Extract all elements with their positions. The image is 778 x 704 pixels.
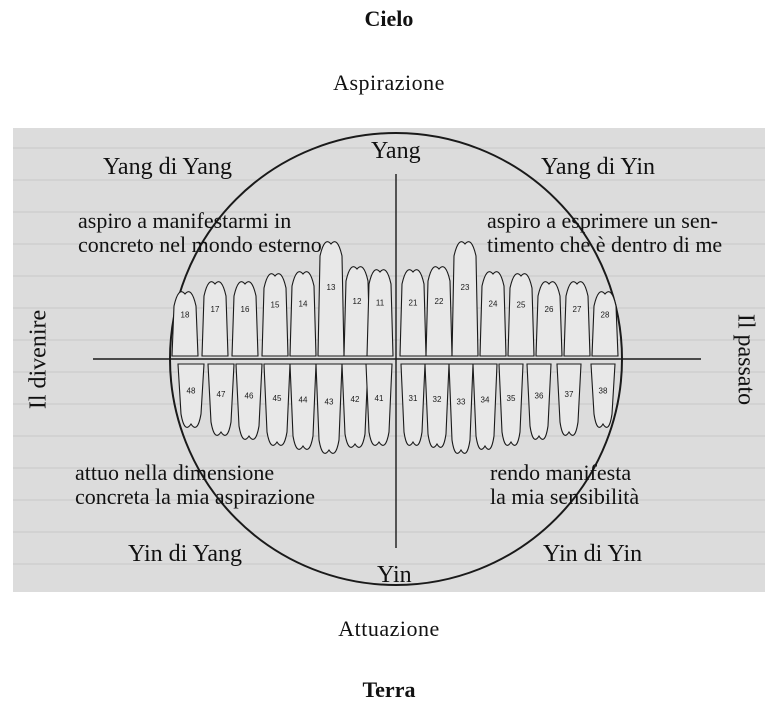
label-attuazione: Attuazione [0, 616, 778, 642]
upper-tooth-16: 16 [232, 282, 258, 356]
tooth-number: 37 [565, 390, 574, 399]
lower-tooth-47: 47 [208, 364, 234, 435]
tooth-number: 23 [461, 283, 470, 292]
lower-tooth-38: 38 [591, 364, 615, 427]
tooth-number: 43 [325, 397, 334, 406]
tooth-number: 45 [273, 394, 282, 403]
upper-tooth-11: 11 [367, 270, 393, 356]
tooth-number: 18 [181, 311, 190, 320]
tooth-number: 15 [271, 301, 280, 310]
quadrant-text-top-right-2: timento che è dentro di me [487, 234, 722, 256]
quadrant-text-top-left-2: concreto nel mondo esterno [78, 234, 322, 256]
diagram-panel: 18 17 16 15 14 13 12 11 21 22 23 24 25 26 27 28 48 47 46 45… [13, 128, 765, 592]
lower-tooth-33: 33 [449, 364, 473, 453]
tooth-number: 17 [211, 305, 220, 314]
tooth-number: 42 [351, 395, 360, 404]
tooth-number: 41 [375, 394, 384, 403]
teeth-diagram: 18 17 16 15 14 13 12 11 21 22 23 24 25 26 27 28 48 47 46 45… [13, 128, 765, 592]
quadrant-text-bottom-left-1: attuo nella dimensione [75, 462, 274, 484]
tooth-number: 31 [409, 394, 418, 403]
upper-tooth-27: 27 [564, 282, 590, 356]
tooth-number: 35 [507, 394, 516, 403]
tooth-number: 12 [353, 297, 362, 306]
quadrant-text-top-left-1: aspiro a manifestarmi in [78, 210, 291, 232]
lower-tooth-35: 35 [499, 364, 523, 445]
tooth-number: 32 [433, 395, 442, 404]
axis-label-yin: Yin [377, 564, 412, 586]
quadrant-title-bottom-left: Yin di Yang [128, 543, 242, 565]
quadrant-title-top-right: Yang di Yin [541, 156, 655, 178]
tooth-number: 33 [457, 397, 466, 406]
lower-tooth-45: 45 [264, 364, 290, 445]
upper-tooth-23: 23 [452, 242, 478, 356]
upper-tooth-22: 22 [426, 267, 452, 356]
side-label-right: Il passato [732, 290, 759, 430]
tooth-number: 27 [573, 305, 582, 314]
lower-tooth-34: 34 [473, 364, 497, 449]
lower-tooth-48: 48 [178, 364, 204, 427]
tooth-number: 13 [327, 283, 336, 292]
lower-tooth-46: 46 [236, 364, 262, 439]
tooth-number: 34 [481, 396, 490, 405]
lower-tooth-31: 31 [401, 364, 425, 445]
quadrant-title-bottom-right: Yin di Yin [543, 543, 642, 565]
upper-tooth-28: 28 [592, 292, 618, 356]
axis-label-yang: Yang [371, 140, 421, 162]
upper-tooth-21: 21 [400, 270, 426, 356]
tooth-number: 21 [409, 298, 418, 307]
tooth-number: 16 [241, 305, 250, 314]
tooth-number: 44 [299, 396, 308, 405]
upper-tooth-26: 26 [536, 282, 562, 356]
tooth-number: 14 [299, 300, 308, 309]
side-label-left: Il divenire [26, 290, 53, 430]
upper-tooth-24: 24 [480, 272, 506, 356]
quadrant-text-top-right-1: aspiro a esprimere un sen- [487, 210, 718, 232]
teeth-group: 18 17 16 15 14 13 12 11 21 22 23 24 25 26 27 28 48 47 46 45… [172, 242, 618, 454]
lower-tooth-37: 37 [557, 364, 581, 435]
lower-tooth-36: 36 [527, 364, 551, 439]
tooth-number: 25 [517, 301, 526, 310]
tooth-number: 47 [217, 390, 226, 399]
quadrant-text-bottom-left-2: concreta la mia aspirazione [75, 486, 315, 508]
lower-tooth-43: 43 [316, 364, 342, 453]
upper-tooth-13: 13 [318, 242, 344, 356]
label-aspirazione: Aspirazione [0, 70, 778, 96]
upper-tooth-14: 14 [290, 272, 316, 356]
lower-tooth-42: 42 [342, 364, 368, 447]
tooth-number: 46 [245, 391, 254, 400]
quadrant-title-top-left: Yang di Yang [103, 156, 232, 178]
lower-tooth-44: 44 [290, 364, 316, 449]
tooth-number: 36 [535, 391, 544, 400]
upper-tooth-25: 25 [508, 274, 534, 356]
quadrant-text-bottom-right-2: la mia sensibilità [490, 486, 639, 508]
lower-tooth-41: 41 [366, 364, 392, 445]
quadrant-text-bottom-right-1: rendo manifesta [490, 462, 631, 484]
upper-tooth-17: 17 [202, 282, 228, 356]
tooth-number: 48 [187, 386, 196, 395]
tooth-number: 11 [376, 298, 385, 307]
tooth-number: 24 [489, 300, 498, 309]
tooth-number: 26 [545, 305, 554, 314]
tooth-number: 38 [599, 386, 608, 395]
tooth-number: 28 [601, 311, 610, 320]
tooth-number: 22 [435, 297, 444, 306]
upper-tooth-12: 12 [344, 267, 370, 356]
heading-terra: Terra [0, 677, 778, 703]
lower-tooth-32: 32 [425, 364, 449, 447]
upper-tooth-18: 18 [172, 292, 198, 356]
upper-tooth-15: 15 [262, 274, 288, 356]
heading-cielo: Cielo [0, 6, 778, 32]
